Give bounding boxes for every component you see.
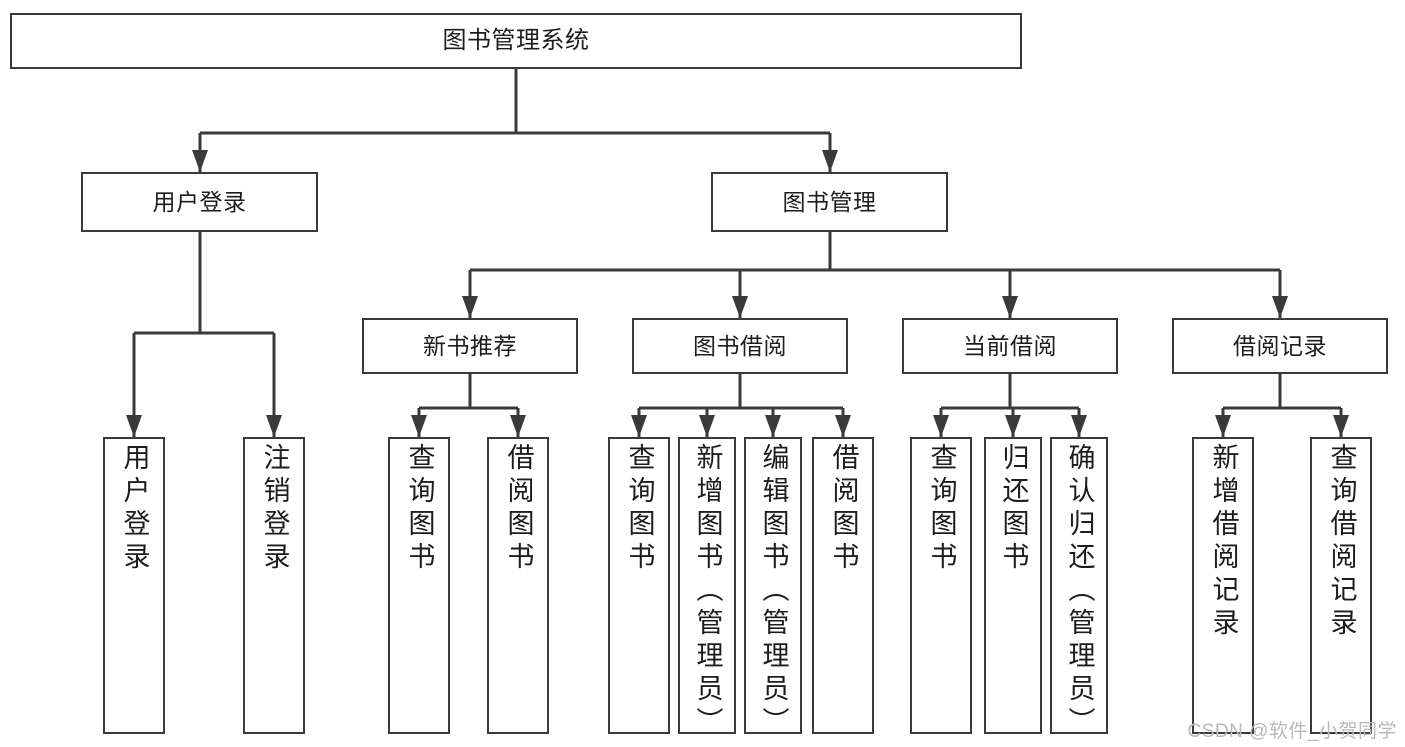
edge-arrowhead bbox=[1071, 415, 1087, 437]
node-leaf-query-record[interactable]: 查询借阅记录 bbox=[1310, 437, 1372, 734]
node-label: 查询图书 bbox=[624, 443, 655, 575]
node-book-borrow[interactable]: 图书借阅 bbox=[632, 318, 848, 374]
node-current-borrow[interactable]: 当前借阅 bbox=[902, 318, 1118, 374]
node-borrow-record[interactable]: 借阅记录 bbox=[1172, 318, 1388, 374]
node-leaf-borrow-book-1[interactable]: 借阅图书 bbox=[487, 437, 549, 734]
edge-arrowhead bbox=[510, 415, 526, 437]
node-label: 确认归还（管理员） bbox=[1064, 443, 1095, 740]
node-label: 当前借阅 bbox=[963, 332, 1057, 359]
node-leaf-add-book[interactable]: 新增图书（管理员） bbox=[678, 437, 736, 740]
node-leaf-logout[interactable]: 注销登录 bbox=[243, 437, 305, 734]
node-label: 用户登录 bbox=[152, 188, 247, 215]
node-leaf-borrow-book-2[interactable]: 借阅图书 bbox=[812, 437, 874, 734]
node-label: 借阅图书 bbox=[503, 443, 534, 575]
node-leaf-add-record[interactable]: 新增借阅记录 bbox=[1192, 437, 1254, 734]
node-label: 编辑图书（管理员） bbox=[758, 443, 789, 740]
node-new-book-rec[interactable]: 新书推荐 bbox=[362, 318, 578, 374]
node-label: 新增借阅记录 bbox=[1208, 443, 1239, 641]
edge-arrowhead bbox=[266, 415, 282, 437]
edge-arrowhead bbox=[1272, 296, 1288, 318]
edge-arrowhead bbox=[732, 296, 748, 318]
node-label: 查询借阅记录 bbox=[1326, 443, 1357, 641]
edge-arrowhead bbox=[1002, 296, 1018, 318]
edge-arrowhead bbox=[699, 415, 715, 437]
edge-arrowhead bbox=[765, 415, 781, 437]
edge-arrowhead bbox=[933, 415, 949, 437]
node-label: 新增图书（管理员） bbox=[692, 443, 723, 740]
edge-arrowhead bbox=[462, 296, 478, 318]
edge-arrowhead bbox=[835, 415, 851, 437]
edge-arrowhead bbox=[1005, 415, 1021, 437]
edge-arrowhead bbox=[192, 150, 208, 172]
node-label: 新书推荐 bbox=[423, 332, 517, 359]
node-leaf-confirm-return[interactable]: 确认归还（管理员） bbox=[1050, 437, 1108, 740]
node-label: 查询图书 bbox=[404, 443, 435, 575]
edge-arrowhead bbox=[1215, 415, 1231, 437]
node-label: 借阅图书 bbox=[828, 443, 859, 575]
node-label: 查询图书 bbox=[926, 443, 957, 575]
node-root[interactable]: 图书管理系统 bbox=[10, 13, 1022, 69]
node-leaf-query-book-2[interactable]: 查询图书 bbox=[608, 437, 670, 734]
edge-arrowhead bbox=[822, 150, 838, 172]
edge-arrowhead bbox=[1333, 415, 1349, 437]
edge-arrowhead bbox=[411, 415, 427, 437]
edge-arrowhead bbox=[126, 415, 142, 437]
node-label: 图书借阅 bbox=[693, 332, 787, 359]
node-label: 注销登录 bbox=[259, 443, 290, 575]
node-leaf-query-book-3[interactable]: 查询图书 bbox=[910, 437, 972, 734]
edge-arrowhead bbox=[631, 415, 647, 437]
node-leaf-return-book[interactable]: 归还图书 bbox=[984, 437, 1042, 734]
node-label: 图书管理 bbox=[782, 188, 877, 215]
node-leaf-edit-book[interactable]: 编辑图书（管理员） bbox=[744, 437, 802, 740]
node-leaf-query-book-1[interactable]: 查询图书 bbox=[388, 437, 450, 734]
node-label: 图书管理系统 bbox=[442, 27, 590, 55]
node-label: 归还图书 bbox=[998, 443, 1029, 575]
node-label: 借阅记录 bbox=[1233, 332, 1327, 359]
node-user-login[interactable]: 用户登录 bbox=[81, 172, 318, 232]
node-label: 用户登录 bbox=[119, 443, 150, 575]
node-book-manage[interactable]: 图书管理 bbox=[711, 172, 948, 232]
node-leaf-user-login[interactable]: 用户登录 bbox=[103, 437, 165, 734]
